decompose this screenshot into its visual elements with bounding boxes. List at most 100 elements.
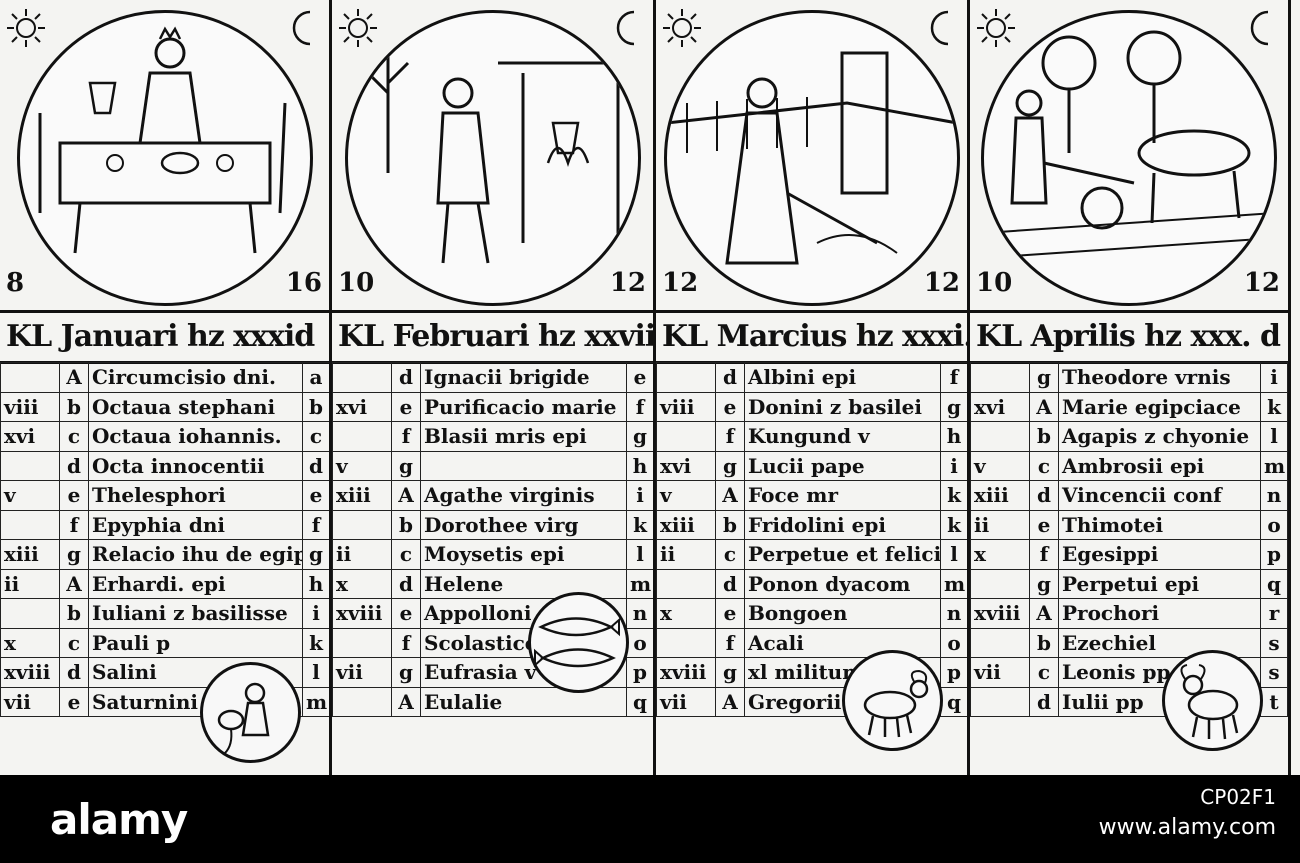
golden-number — [332, 686, 392, 717]
aries-zodiac-icon — [842, 650, 943, 751]
golden-number — [0, 598, 60, 629]
dominical-letter: e — [715, 391, 745, 422]
day-letter: p — [626, 657, 654, 688]
golden-number: vii — [332, 657, 392, 688]
column-divider — [653, 0, 656, 775]
dominical-letter: d — [391, 362, 421, 393]
fireside-scene-medallion — [345, 10, 641, 306]
day-letter: l — [302, 657, 330, 688]
golden-number: ii — [0, 568, 60, 599]
feast-name: Purificacio marie — [420, 391, 627, 422]
dominical-letter: A — [59, 362, 89, 393]
day-letter: p — [940, 657, 968, 688]
golden-number: xviii — [656, 657, 716, 688]
dominical-letter: e — [715, 598, 745, 629]
dominical-letter: f — [391, 627, 421, 658]
feast-name: Ignacii brigide — [420, 362, 627, 393]
day-letter: h — [626, 450, 654, 481]
golden-number: vii — [656, 686, 716, 717]
dominical-letter: d — [1029, 480, 1059, 511]
month-header: KL Januari hz xxxid — [0, 310, 330, 364]
dominical-letter: A — [715, 686, 745, 717]
feast-name: Erhardi. epi — [88, 568, 303, 599]
day-letter: n — [940, 598, 968, 629]
site-url: www.alamy.com — [1098, 815, 1276, 840]
day-letter: m — [1260, 450, 1288, 481]
day-letter: e — [302, 480, 330, 511]
golden-number: xviii — [0, 657, 60, 688]
feast-name: Eulalie — [420, 686, 627, 717]
day-letter: k — [940, 480, 968, 511]
feast-name: Blasii mris epi — [420, 421, 627, 452]
day-letter: q — [1260, 568, 1288, 599]
dominical-letter: b — [59, 598, 89, 629]
sun-icon — [663, 9, 701, 47]
golden-number — [656, 568, 716, 599]
day-letter: b — [302, 391, 330, 422]
month-header: KL Marcius hz xxxi. d. — [656, 310, 968, 364]
dominical-letter: A — [715, 480, 745, 511]
dominical-letter: A — [59, 568, 89, 599]
feast-name: Octa innocentii — [88, 450, 303, 481]
feast-name: Foce mr — [744, 480, 941, 511]
day-letter: i — [940, 450, 968, 481]
golden-number: vii — [970, 657, 1030, 688]
dominical-letter: f — [715, 421, 745, 452]
golden-number: xiii — [332, 480, 392, 511]
golden-number: xvi — [332, 391, 392, 422]
month-header: KL Februari hz xxviii. — [332, 310, 654, 364]
golden-number: xiii — [656, 509, 716, 540]
golden-number: x — [970, 539, 1030, 570]
day-letter: f — [940, 362, 968, 393]
day-letter: m — [302, 686, 330, 717]
dominical-letter: g — [1029, 362, 1059, 393]
golden-number: x — [656, 598, 716, 629]
dominical-letter: c — [59, 421, 89, 452]
feasting-scene-medallion — [17, 10, 313, 306]
day-letter: k — [1260, 391, 1288, 422]
day-letter: t — [1260, 686, 1288, 717]
right-number: 12 — [923, 268, 960, 298]
dominical-letter: f — [391, 421, 421, 452]
dominical-letter: e — [59, 480, 89, 511]
feast-name: Albini epi — [744, 362, 941, 393]
day-letter: m — [626, 568, 654, 599]
day-letter: g — [940, 391, 968, 422]
golden-number — [656, 627, 716, 658]
dominical-letter: g — [715, 657, 745, 688]
day-letter: h — [302, 568, 330, 599]
dominical-letter: e — [1029, 509, 1059, 540]
feast-name: Kungund v — [744, 421, 941, 452]
day-letter: n — [626, 598, 654, 629]
dominical-letter: b — [1029, 627, 1059, 658]
dominical-letter: b — [715, 509, 745, 540]
feast-name: Octaua iohannis. — [88, 421, 303, 452]
golden-number: v — [0, 480, 60, 511]
stock-footer-bar: alamy CP02F1 www.alamy.com — [0, 775, 1300, 863]
golden-number: xvi — [656, 450, 716, 481]
dominical-letter: d — [715, 568, 745, 599]
feast-name: Prochori — [1058, 598, 1261, 629]
golden-number: x — [0, 627, 60, 658]
dominical-letter: e — [391, 391, 421, 422]
dominical-letter: b — [1029, 421, 1059, 452]
sun-icon — [7, 9, 45, 47]
